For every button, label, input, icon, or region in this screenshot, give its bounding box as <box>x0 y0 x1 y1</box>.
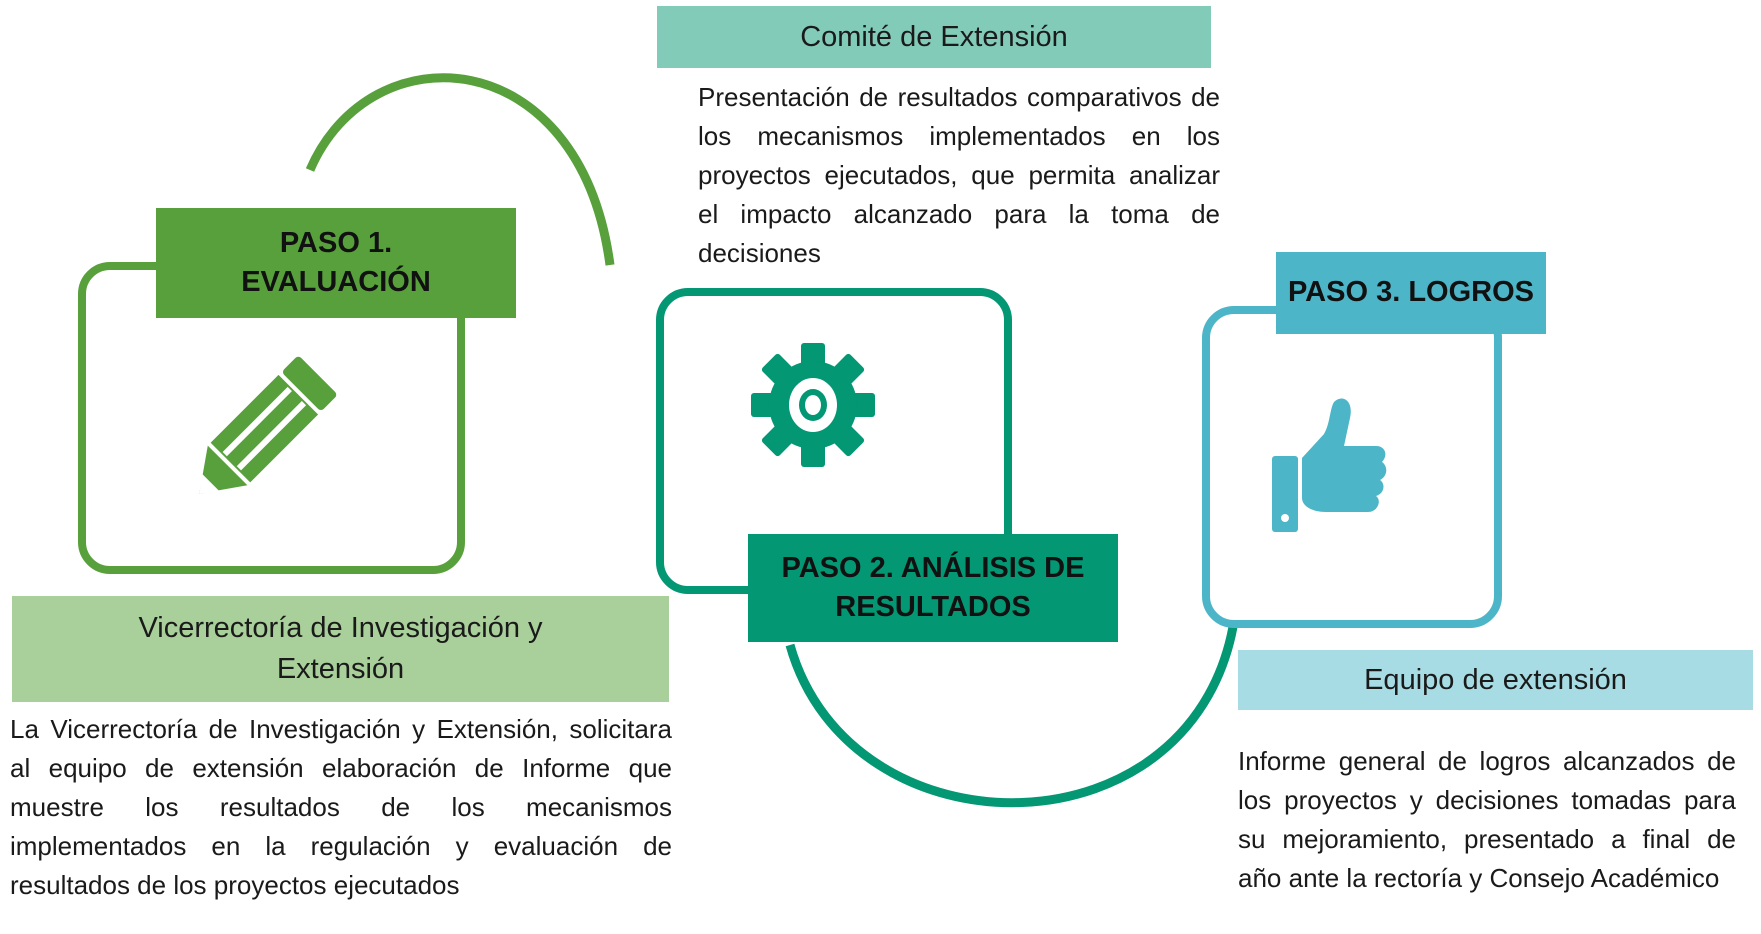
step2-description: Presentación de resultados comparativos … <box>698 82 1220 268</box>
step2-title-line1: PASO 2. ANÁLISIS DE <box>781 551 1085 584</box>
step3-title: PASO 3. LOGROS <box>1276 252 1546 334</box>
arc-step2-to-step3 <box>785 614 1240 808</box>
step2-role: Comité de Extensión <box>800 20 1068 53</box>
step3-role: Equipo de extensión <box>1364 663 1627 696</box>
step3-role-banner: Equipo de extensión <box>1238 650 1753 710</box>
step1-title: PASO 1. EVALUACIÓN <box>156 208 516 318</box>
step2-title-line2: RESULTADOS <box>835 591 1031 623</box>
pencil-icon <box>199 356 337 494</box>
step1-role-banner: Vicerrectoría de Investigación y Extensi… <box>12 596 669 702</box>
step2-title: PASO 2. ANÁLISIS DE RESULTADOS <box>748 534 1118 642</box>
step1-description: La Vicerrectoría de Investigación y Exte… <box>10 714 672 900</box>
step1-title-line2: EVALUACIÓN <box>241 266 431 298</box>
step3-description: Informe general de logros alcanzados de … <box>1238 746 1736 893</box>
thumbs-up-icon <box>1272 398 1387 532</box>
arc-step1-to-step2 <box>305 73 615 266</box>
step2-role-banner: Comité de Extensión <box>657 6 1211 68</box>
step1-role: Vicerrectoría de Investigación y Extensi… <box>138 612 543 685</box>
step3-title-text: PASO 3. LOGROS <box>1287 276 1534 309</box>
step1-title-line1: PASO 1. <box>279 226 393 259</box>
gear-icon <box>751 343 875 467</box>
